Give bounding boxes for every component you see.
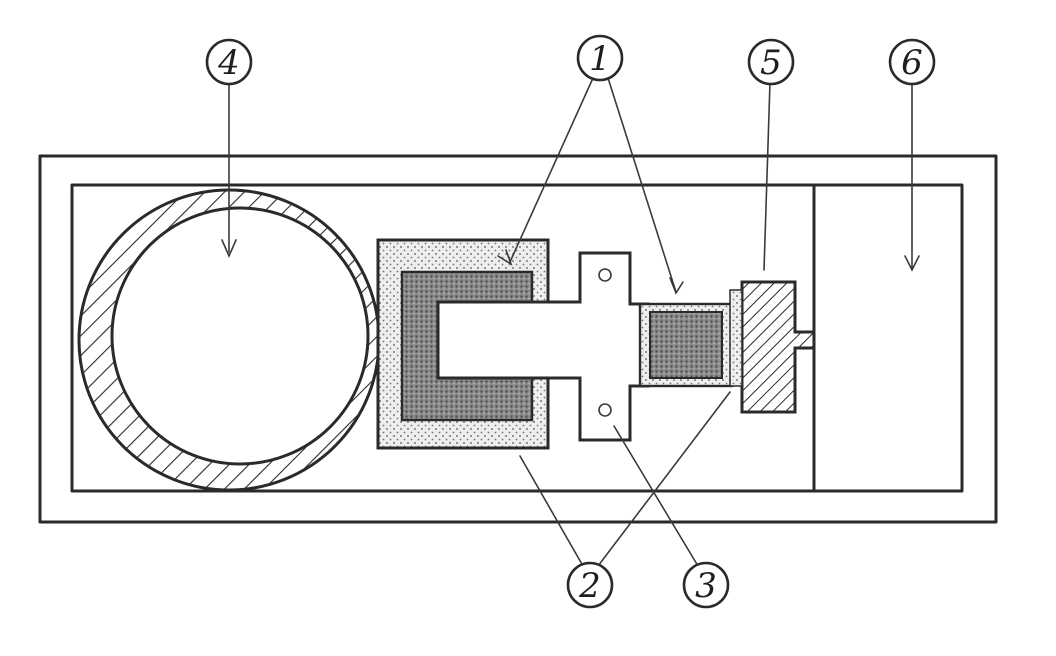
callout-5: 5 — [747, 38, 795, 86]
callout-4: 4 — [205, 38, 253, 86]
callout-5-label: 5 — [760, 43, 782, 83]
callout-2: 2 — [566, 561, 614, 609]
callout-3-label: 3 — [695, 566, 717, 606]
callout-2-label: 2 — [578, 566, 601, 606]
pivot-hole-top — [598, 268, 612, 282]
callout-1: 1 — [576, 34, 624, 82]
inner-frame — [70, 183, 964, 493]
callout-6: 6 — [888, 38, 936, 86]
pivot-hole-bottom — [598, 403, 612, 417]
callout-1-label: 1 — [589, 39, 611, 79]
right-compartment — [793, 183, 816, 493]
outer-housing — [38, 154, 998, 524]
coil-right — [638, 302, 734, 388]
leader-lines — [221, 77, 920, 567]
callout-6-label: 6 — [901, 43, 923, 83]
callout-4-label: 4 — [217, 43, 240, 83]
callout-3: 3 — [682, 561, 730, 609]
